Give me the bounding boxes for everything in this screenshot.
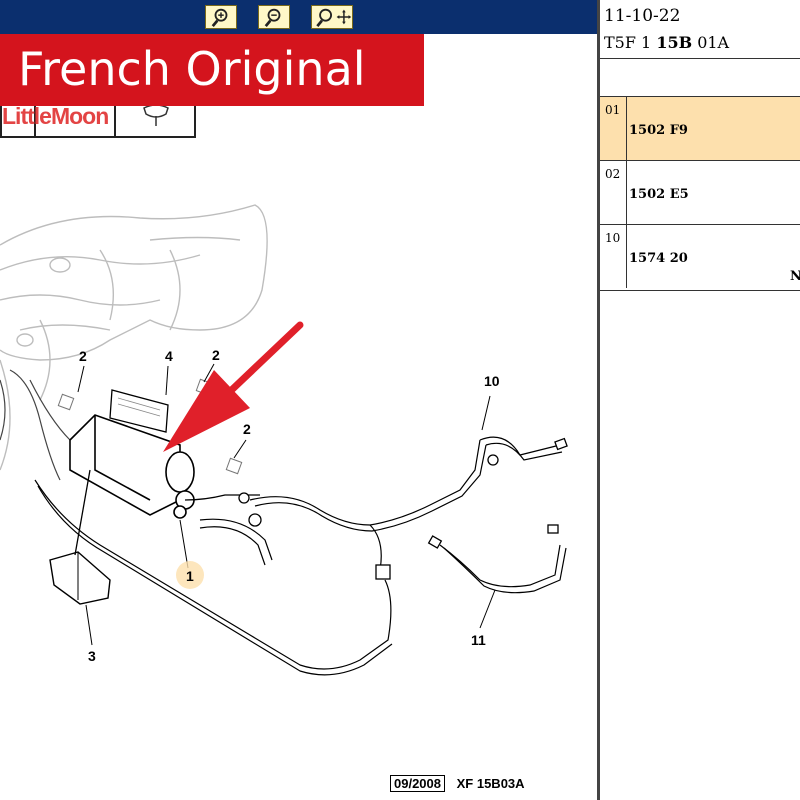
- leader-lines: [77, 363, 496, 646]
- footer-code: XF 15B03A: [456, 776, 525, 791]
- catalog-date: 11-10-22: [604, 6, 681, 26]
- part-code: 1574 20: [629, 251, 688, 266]
- callout-3[interactable]: 3: [88, 648, 96, 664]
- row-divider: [626, 225, 627, 288]
- part-highlight: [176, 561, 204, 589]
- thumbnail-divider: [114, 104, 116, 138]
- reference-suffix: 01A: [692, 33, 730, 52]
- row-divider: [626, 97, 627, 160]
- callout-2c[interactable]: 2: [243, 421, 251, 437]
- zoom-pan-icon: [316, 8, 352, 28]
- red-arrow: [163, 321, 304, 452]
- callout-4[interactable]: 4: [165, 348, 173, 364]
- part-code: 1502 E5: [629, 187, 689, 202]
- bolt-thumbnail-icon[interactable]: [136, 104, 176, 130]
- diagram-toolbar: [0, 0, 597, 34]
- thumbnail-divider: [34, 104, 36, 138]
- zoom-out-button[interactable]: [258, 5, 290, 29]
- parts-list-bottom: [600, 290, 800, 291]
- callout-1[interactable]: 1: [186, 568, 194, 584]
- part-index: 10: [605, 231, 621, 245]
- bracket-leader: [74, 469, 91, 556]
- part-note: N: [790, 269, 800, 284]
- zoom-in-icon: [211, 8, 228, 28]
- zoom-in-button[interactable]: [205, 5, 237, 29]
- promo-banner: French Original: [0, 34, 424, 106]
- fuel-tank: [0, 204, 268, 471]
- catalog-reference: T5F 1 15B 01A: [604, 33, 729, 52]
- part-code: 1502 F9: [629, 123, 688, 138]
- row-divider: [626, 161, 627, 224]
- panel-divider: [597, 0, 600, 800]
- parts-row[interactable]: 10 1574 20 N: [600, 224, 800, 288]
- parts-row[interactable]: 01 1502 F9: [600, 96, 800, 160]
- parts-row[interactable]: 02 1502 E5: [600, 160, 800, 224]
- reference-bold: 15B: [656, 33, 693, 52]
- fuel-lines: [34, 436, 567, 676]
- zoom-out-icon: [264, 8, 281, 28]
- bracket: [49, 551, 111, 605]
- reference-prefix: T5F 1: [604, 33, 657, 52]
- canister: [69, 414, 195, 519]
- part-index: 02: [605, 167, 621, 181]
- header-divider: [600, 58, 800, 59]
- exploded-parts-diagram[interactable]: 1 2 2 2 3 4 10 11: [0, 140, 597, 700]
- banner-text: French Original: [18, 42, 366, 96]
- callout-2b[interactable]: 2: [212, 347, 220, 363]
- footer-date: 09/2008: [390, 775, 445, 792]
- callout-2a[interactable]: 2: [79, 348, 87, 364]
- zoom-pan-button[interactable]: [311, 5, 353, 29]
- part-index: 01: [605, 103, 621, 117]
- connectors: [238, 437, 568, 580]
- tank-fittings: [0, 369, 71, 481]
- watermark: LittleMoon: [2, 103, 109, 129]
- callout-11[interactable]: 11: [471, 632, 486, 648]
- diagram-footer: 09/2008 XF 15B03A: [390, 775, 525, 792]
- callout-numbers: 1 2 2 2 3 4 10 11: [79, 347, 500, 664]
- callout-10[interactable]: 10: [484, 373, 500, 389]
- label-plate: [109, 389, 169, 433]
